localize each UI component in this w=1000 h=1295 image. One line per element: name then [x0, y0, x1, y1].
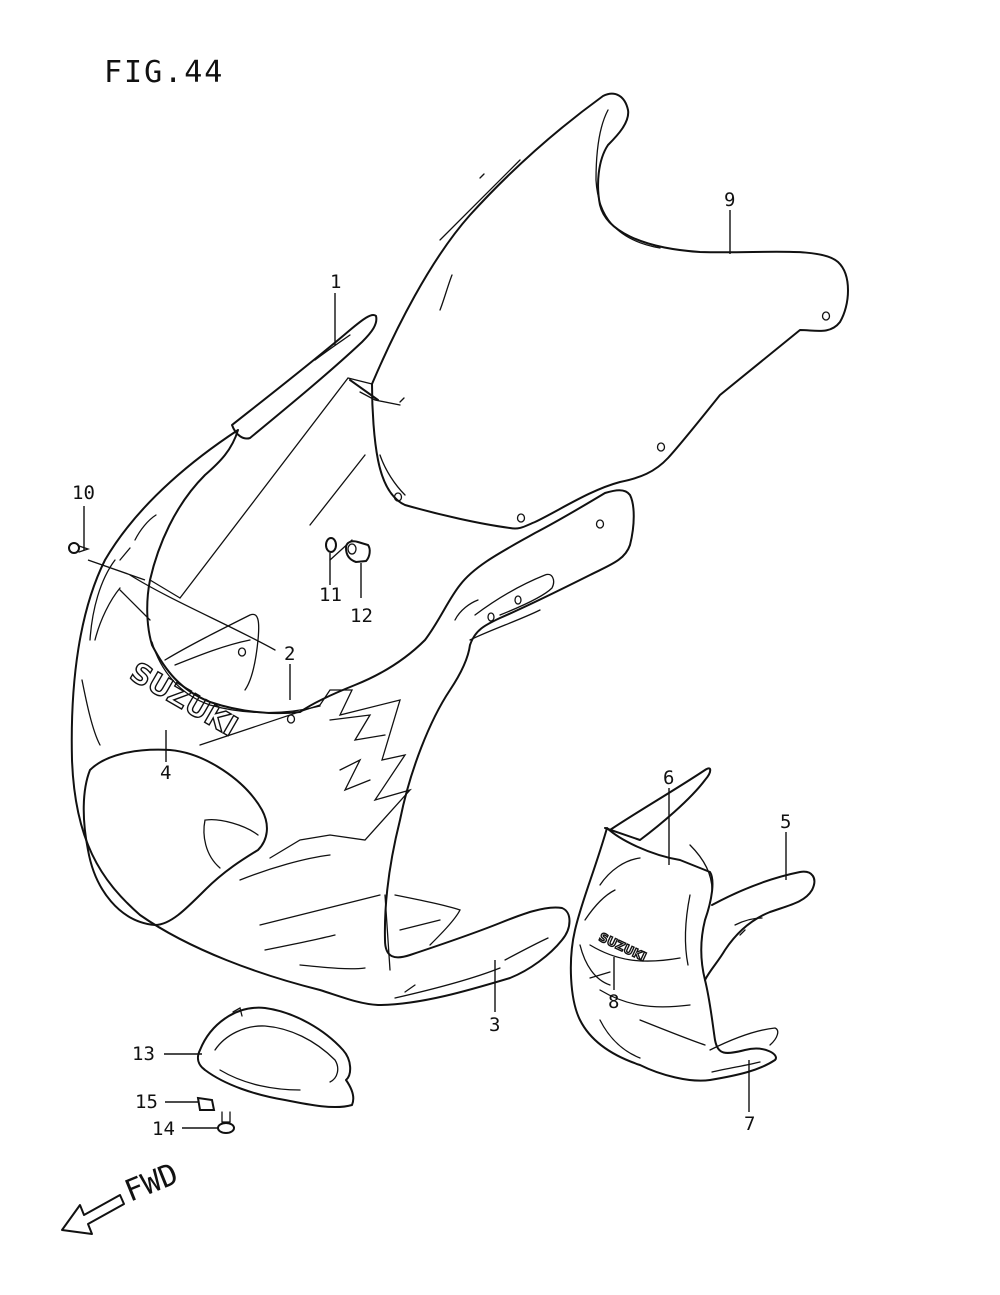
callout-2: 2 [284, 643, 295, 665]
callout-7: 7 [744, 1113, 755, 1135]
lower-cowl-part: SUZUKI [569, 767, 816, 1082]
callout-10: 10 [72, 482, 95, 504]
nut-part-12 [344, 540, 371, 564]
washer-part-11 [325, 537, 337, 553]
callout-6: 6 [663, 767, 674, 789]
callout-3: 3 [489, 1014, 500, 1036]
headlight-cover-part-13 [196, 1006, 355, 1109]
callout-11: 11 [319, 584, 342, 606]
callout-15: 15 [135, 1091, 158, 1113]
suzuki-brand-text: SUZUKI [125, 655, 244, 743]
windscreen-part [359, 92, 849, 530]
callout-14: 14 [152, 1118, 175, 1140]
upper-fairing-part: SUZUKI [70, 314, 635, 1006]
callout-13: 13 [132, 1043, 155, 1065]
callout-8: 8 [608, 991, 619, 1013]
clip-part-15 [196, 1096, 216, 1111]
screw-part-10 [68, 542, 91, 554]
callout-9: 9 [724, 189, 735, 211]
callout-1: 1 [330, 271, 341, 293]
callout-12: 12 [350, 605, 373, 627]
callout-5: 5 [780, 811, 791, 833]
figure-title: FIG.44 [104, 55, 224, 90]
callout-4: 4 [160, 762, 171, 784]
forward-arrow: FWD [61, 1157, 183, 1235]
fwd-label: FWD [120, 1157, 183, 1210]
bolt-part-14 [217, 1111, 235, 1134]
leader-lines [83, 210, 787, 1129]
callouts: 1 2 3 4 5 6 7 8 9 10 11 12 13 14 15 [72, 189, 791, 1140]
